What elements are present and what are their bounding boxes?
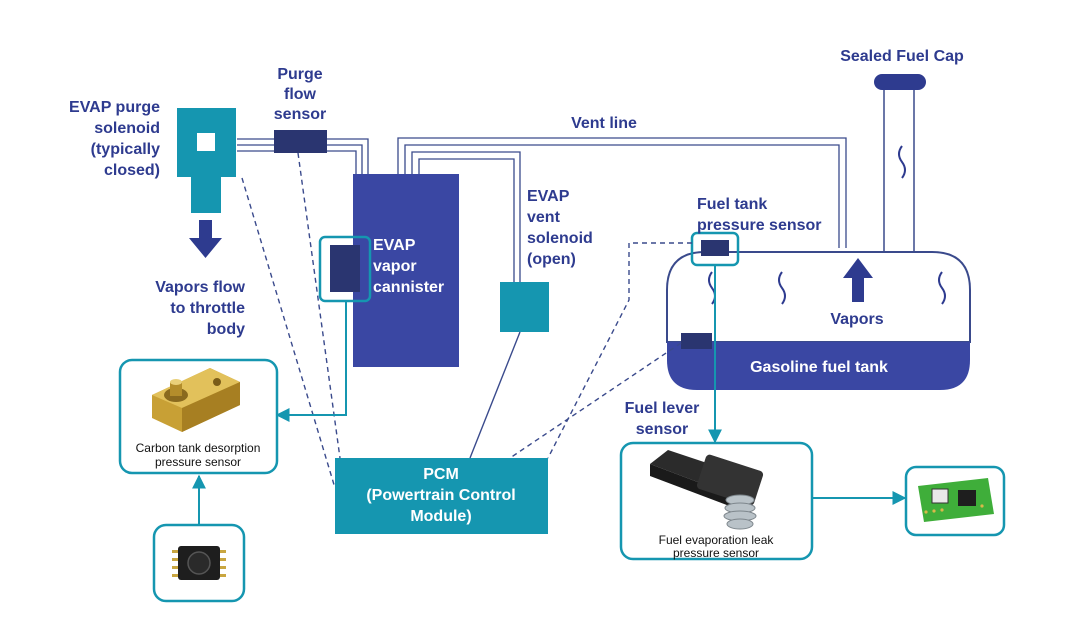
canister-sensor xyxy=(330,245,360,292)
svg-text:(typically: (typically xyxy=(91,141,160,158)
fuel-level-sensor-label: Fuel lever sensor xyxy=(625,400,700,438)
vapors-flow-label: Vapors flow to throttle body xyxy=(155,279,245,338)
svg-text:to throttle: to throttle xyxy=(170,300,245,317)
svg-text:pressure sensor: pressure sensor xyxy=(697,217,822,234)
sensor-chip-image xyxy=(172,546,226,580)
svg-text:solenoid: solenoid xyxy=(94,120,160,137)
carbon-tank-sensor-caption: Carbon tank desorption pressure sensor xyxy=(136,441,261,469)
pcm-box xyxy=(335,458,548,534)
wavy-vapor-icon xyxy=(898,145,906,179)
svg-text:EVAP: EVAP xyxy=(373,237,416,254)
arrow-up-icon xyxy=(843,258,873,302)
vent-solenoid-label: EVAP vent solenoid (open) xyxy=(527,188,593,268)
arrow-down-icon xyxy=(189,220,222,258)
svg-text:Carbon tank desorption: Carbon tank desorption xyxy=(136,441,261,455)
vent-line-pipe xyxy=(397,137,847,248)
svg-text:vent: vent xyxy=(527,209,561,226)
sealed-fuel-cap xyxy=(874,74,926,90)
sealed-fuel-cap-label: Sealed Fuel Cap xyxy=(840,48,964,65)
vapor-canister-label: EVAP vapor cannister xyxy=(373,237,444,296)
pcb-board-image xyxy=(918,478,994,522)
svg-text:solenoid: solenoid xyxy=(527,230,593,247)
svg-text:body: body xyxy=(207,321,245,338)
canister-to-sensor-arrow xyxy=(275,301,347,422)
svg-text:sensor: sensor xyxy=(274,106,326,123)
svg-text:PCM: PCM xyxy=(423,466,459,483)
vent-solenoid-wire xyxy=(469,331,521,459)
vent-solenoid-pipe xyxy=(411,151,521,283)
svg-text:Fuel lever: Fuel lever xyxy=(625,400,700,417)
evap-purge-solenoid xyxy=(177,108,236,213)
evap-vent-solenoid xyxy=(500,282,549,332)
pcm-label: PCM (Powertrain Control Module) xyxy=(366,466,515,525)
svg-text:Vapors flow: Vapors flow xyxy=(155,279,245,296)
wavy-vapor-icon xyxy=(778,271,786,305)
vent-line-label: Vent line xyxy=(571,115,637,132)
svg-text:EVAP purge: EVAP purge xyxy=(69,99,160,116)
svg-text:vapor: vapor xyxy=(373,258,417,275)
filler-neck xyxy=(883,88,915,252)
gasoline-fuel-tank xyxy=(666,251,971,390)
svg-text:Module): Module) xyxy=(410,508,471,525)
purge-solenoid-label: EVAP purge solenoid (typically closed) xyxy=(69,99,160,179)
carbon-tank-sensor-image xyxy=(152,368,240,432)
leak-sensor-caption: Fuel evaporation leak pressure sensor xyxy=(659,533,775,560)
purge-flow-sensor xyxy=(274,130,327,153)
svg-text:flow: flow xyxy=(284,86,317,103)
svg-text:Fuel evaporation leak: Fuel evaporation leak xyxy=(659,533,775,547)
fuel-tank-pressure-sensor-label: Fuel tank pressure sensor xyxy=(697,196,822,234)
fuel-level-sensor xyxy=(681,333,712,349)
purge-flow-sensor-label: Purge flow sensor xyxy=(274,66,326,123)
gasoline-fuel-tank-label: Gasoline fuel tank xyxy=(750,359,888,376)
vapors-label: Vapors xyxy=(830,311,883,328)
svg-text:pressure sensor: pressure sensor xyxy=(673,546,759,560)
svg-text:sensor: sensor xyxy=(636,421,688,438)
svg-text:cannister: cannister xyxy=(373,279,444,296)
svg-text:Fuel tank: Fuel tank xyxy=(697,196,767,213)
fuel-tank-pressure-sensor xyxy=(701,240,729,256)
svg-text:(open): (open) xyxy=(527,251,576,268)
svg-text:(Powertrain Control: (Powertrain Control xyxy=(366,487,515,504)
leak-sensor-image xyxy=(650,450,764,530)
svg-text:closed): closed) xyxy=(104,162,160,179)
svg-text:pressure sensor: pressure sensor xyxy=(155,455,241,469)
svg-text:Purge: Purge xyxy=(277,66,322,83)
wavy-vapor-icon xyxy=(938,271,946,305)
signal-lines xyxy=(241,152,692,489)
svg-text:EVAP: EVAP xyxy=(527,188,570,205)
